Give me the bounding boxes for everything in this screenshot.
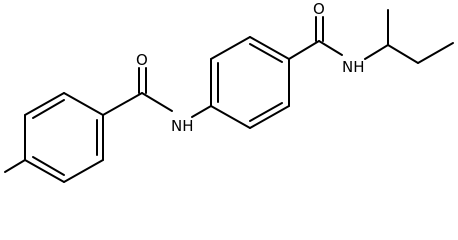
aromatic-double-bond: [32, 99, 65, 119]
left-amide: O NH: [102, 51, 212, 135]
aromatic-double-bond: [32, 156, 65, 176]
bond: [318, 40, 343, 56]
aromatic-double-bond: [249, 102, 283, 122]
central-benzene-ring: [210, 36, 290, 129]
oxygen-label-right: O: [313, 0, 325, 18]
bond: [63, 92, 104, 116]
oxygen-label-left: O: [136, 51, 148, 69]
nh-label-right: NH: [342, 58, 365, 76]
bond: [249, 36, 290, 60]
methyl-bond: [4, 159, 26, 173]
aromatic-double-bond: [249, 43, 283, 63]
bond: [24, 159, 65, 183]
left-benzene-ring: [24, 92, 104, 183]
bond: [288, 40, 320, 60]
bond: [249, 105, 290, 129]
bond: [210, 105, 251, 129]
bond: [364, 44, 389, 60]
bond: [387, 44, 419, 64]
bond: [63, 159, 104, 183]
bond: [417, 42, 454, 64]
bond: [191, 105, 212, 118]
bond: [24, 92, 65, 116]
right-amide: O NH: [288, 0, 365, 76]
bond: [102, 92, 143, 116]
nh-label-left: NH: [171, 117, 194, 135]
bond: [141, 92, 173, 112]
sec-butyl-group: [364, 9, 454, 64]
chemical-structure: O NH O NH: [4, 0, 454, 183]
bond: [210, 36, 251, 60]
